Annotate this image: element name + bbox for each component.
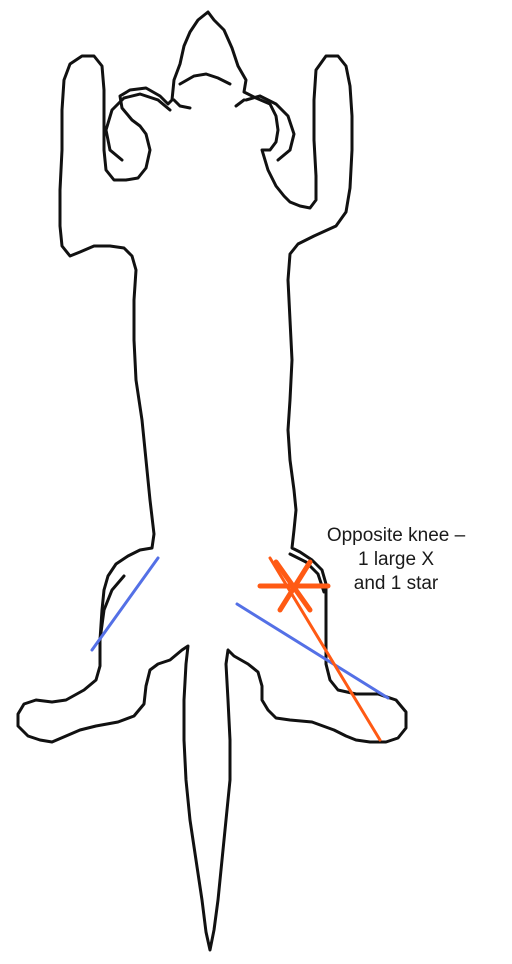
annotation-line-2: 1 large X — [296, 548, 496, 572]
annotation-line-1: Opposite knee – — [296, 524, 496, 548]
snout-contour — [180, 74, 230, 84]
right-knee-blue-line — [237, 604, 388, 698]
left-ear-contour — [106, 94, 170, 160]
animal-silhouette — [18, 12, 406, 950]
annotation-label: Opposite knee – 1 large X and 1 star — [296, 524, 496, 596]
annotation-line-3: and 1 star — [296, 572, 496, 596]
head-contour — [174, 100, 244, 108]
